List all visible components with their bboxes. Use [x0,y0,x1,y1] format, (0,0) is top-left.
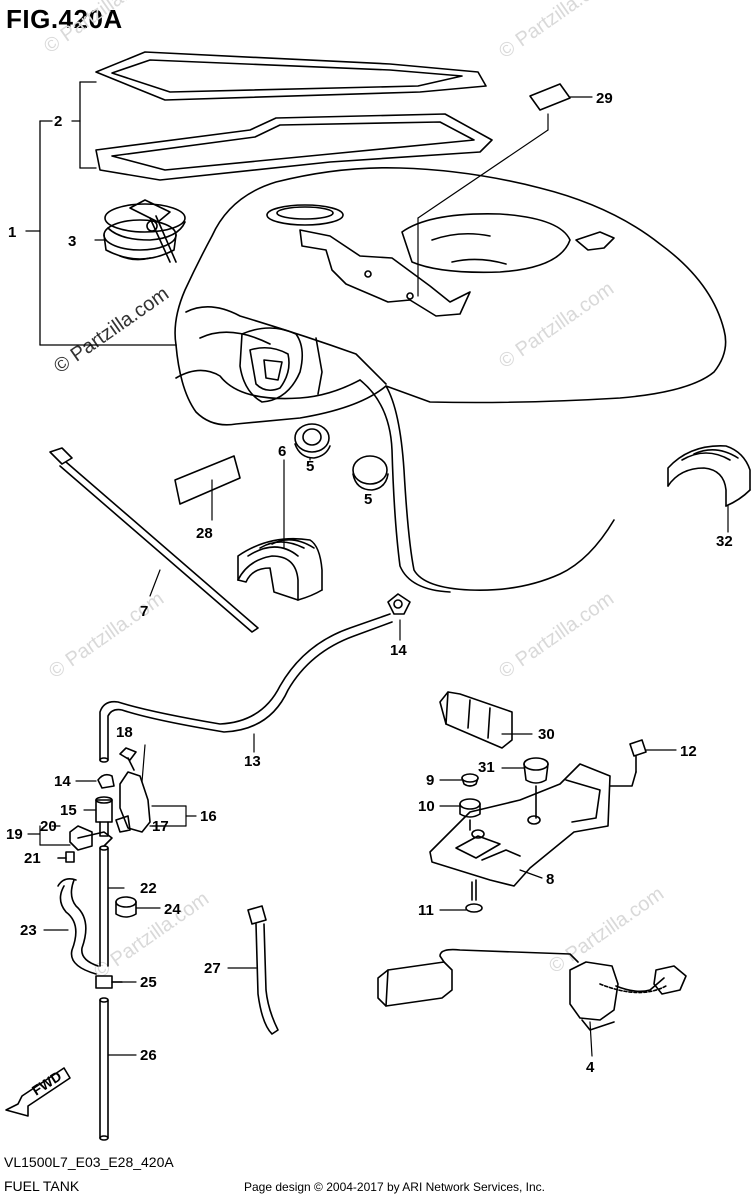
fuel-cap [103,199,186,263]
fuel-hose-26 [99,997,109,1141]
group-bracket-1-2 [25,81,177,346]
callout-24: 24 [164,901,181,918]
fuel-tank [174,166,727,593]
fuel-hose-22 [99,845,109,967]
cushion-block-30 [439,691,513,749]
breather-hose [99,613,393,763]
callout-5a: 5 [306,458,314,475]
emblem-upper [95,51,487,101]
callout-21: 21 [24,850,41,867]
callout-19: 19 [6,826,23,843]
callout-13: 13 [244,753,261,770]
drain-hose-23 [57,878,99,975]
callout-14b: 14 [54,773,71,790]
cushion-10 [459,798,481,831]
section-name: FUEL TANK [4,1178,80,1194]
tank-cushion-5b [352,455,389,491]
page-credit: Page design © 2004-2017 by ARI Network S… [244,1180,546,1194]
callout-18: 18 [116,724,133,741]
callout-20: 20 [40,818,57,835]
callout-2: 2 [54,113,62,130]
washer-9 [461,773,479,787]
callout-25: 25 [140,974,157,991]
fuel-valve-assembly [57,747,151,863]
callout-15: 15 [60,802,77,819]
callout-8: 8 [546,871,554,888]
callout-30: 30 [538,726,555,743]
caution-label [174,455,241,505]
cable-tie [49,447,259,633]
bolt-12 [609,739,647,787]
hose-ring-24 [115,896,137,918]
cushion-31 [523,757,549,819]
hose-clamp-14a [387,593,411,615]
model-code: VL1500L7_E03_E28_420A [4,1154,174,1170]
callout-11: 11 [418,902,434,919]
tank-cushion-6 [237,537,323,601]
callout-27: 27 [204,960,221,977]
callout-10: 10 [418,798,435,815]
figure-title: FIG.420A [6,4,123,34]
tank-cushion-5a [294,423,331,459]
callout-3: 3 [68,233,76,250]
callout-16: 16 [200,808,217,825]
callout-5b: 5 [364,491,372,508]
fwd-direction-arrow [5,1067,71,1117]
callout-14a: 14 [390,642,407,659]
callout-4: 4 [586,1059,595,1076]
callout-32: 32 [716,533,733,550]
callout-12: 12 [680,743,697,760]
callout-31: 31 [478,759,495,776]
bolt-11 [465,879,483,913]
callout-1: 1 [8,224,16,241]
emblem-lower [95,113,493,181]
tank-cushion-32 [667,445,751,507]
cable-tie-27 [247,905,279,1035]
callout-7: 7 [140,603,148,620]
label-29 [529,83,571,111]
callout-26: 26 [140,1047,157,1064]
callout-22: 22 [140,880,157,897]
callout-28: 28 [196,525,213,542]
callout-29: 29 [596,90,613,107]
callout-6: 6 [278,443,286,460]
leader-lines [43,96,729,1057]
tank-bracket-8 [429,763,611,887]
callout-23: 23 [20,922,37,939]
callout-9: 9 [426,772,434,789]
fuel-level-gauge [377,948,687,1031]
callout-17: 17 [152,818,169,835]
